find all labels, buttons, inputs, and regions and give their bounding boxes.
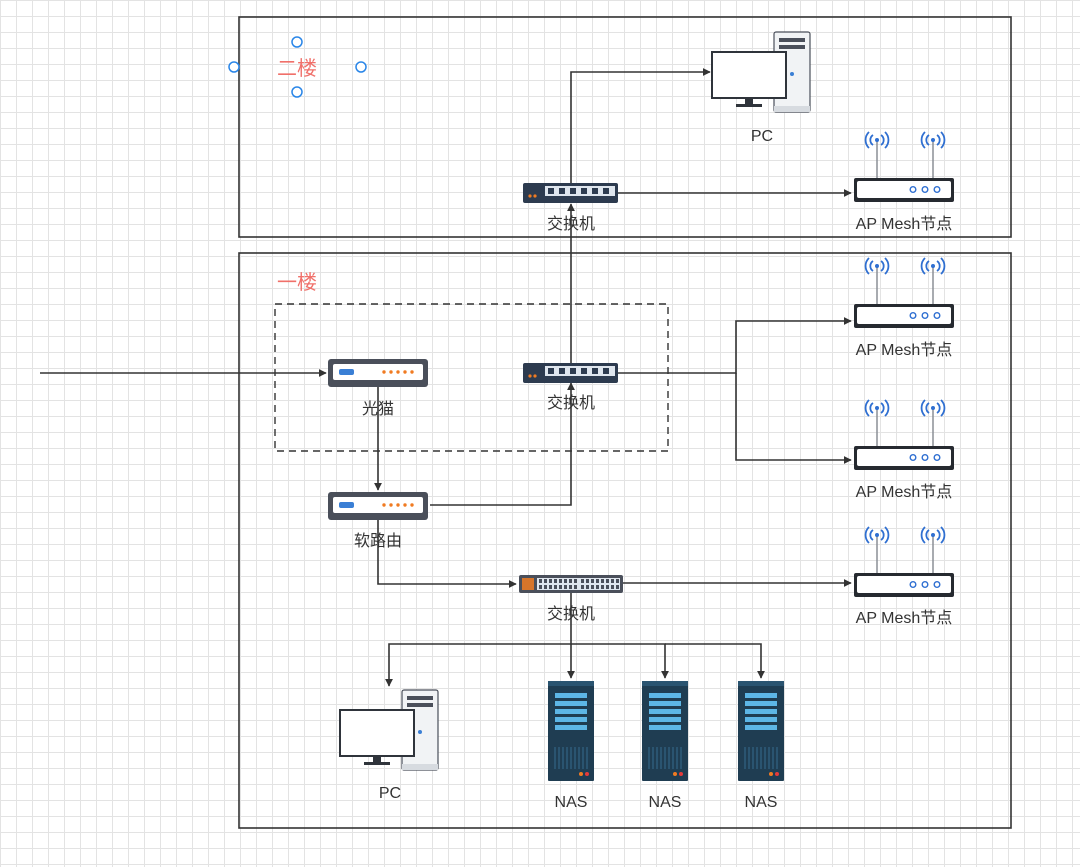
switch-24port-icon (519, 575, 623, 593)
ap-first-3-label: AP Mesh节点 (856, 609, 953, 627)
nas-1[interactable]: NAS (548, 681, 594, 811)
switch-lower-label: 交换机 (547, 605, 595, 623)
nas-icon (548, 681, 594, 781)
resize-handle-left[interactable] (228, 61, 240, 73)
link-switch-mid-ap-2[interactable] (735, 373, 852, 464)
link-softrouter-switch-lower[interactable] (377, 520, 517, 588)
switch-icon (523, 183, 618, 203)
nas-icon (642, 681, 688, 781)
switch-icon (523, 363, 618, 383)
pc-lower[interactable]: PC (339, 689, 439, 802)
router-icon (328, 359, 428, 387)
link-switch-upper-pc[interactable] (570, 68, 711, 183)
ap-node-icon (853, 303, 955, 329)
switch-lower[interactable]: 交换机 (519, 575, 623, 623)
switch-mid[interactable]: 交换机 (523, 363, 618, 412)
link-softrouter-switch-mid[interactable] (430, 382, 575, 506)
ap-first-2-label: AP Mesh节点 (856, 483, 953, 501)
modem[interactable]: 光猫 (328, 359, 428, 418)
router-icon (328, 492, 428, 520)
nas-icon (738, 681, 784, 781)
switch-upper-label: 交换机 (547, 215, 595, 233)
first-floor-frame[interactable] (238, 252, 1012, 829)
modem-label: 光猫 (362, 400, 394, 418)
link-switch-mid-ap-1[interactable] (618, 317, 852, 374)
nas-2[interactable]: NAS (642, 681, 688, 811)
nas-1-label: NAS (555, 794, 588, 811)
nas-2-label: NAS (649, 794, 682, 811)
ap-node-icon (853, 177, 955, 203)
pc-upper[interactable]: PC (711, 31, 811, 145)
second-floor-frame[interactable] (238, 16, 1012, 238)
pc-icon (339, 689, 439, 771)
resize-handle-top[interactable] (291, 36, 303, 48)
dashed-group-box[interactable] (274, 303, 669, 452)
ap-first-1[interactable]: AP Mesh节点 (853, 257, 955, 359)
antenna-icon (864, 399, 890, 447)
link-switch-lower-nas-2[interactable] (571, 643, 669, 679)
ap-first-1-label: AP Mesh节点 (856, 341, 953, 359)
switch-upper[interactable]: 交换机 (523, 183, 618, 233)
antenna-icon (920, 526, 946, 574)
pc-upper-label: PC (751, 128, 773, 145)
antenna-icon (864, 257, 890, 305)
selection-handles[interactable] (228, 36, 367, 98)
antenna-icon (864, 131, 890, 179)
switch-mid-label: 交换机 (547, 394, 595, 412)
link-switch-lower-nas-3[interactable] (665, 643, 765, 679)
antenna-icon (920, 399, 946, 447)
ap-node-icon (853, 572, 955, 598)
antenna-icon (920, 131, 946, 179)
resize-handle-bottom[interactable] (291, 86, 303, 98)
resize-handle-right[interactable] (355, 61, 367, 73)
ap-first-3[interactable]: AP Mesh节点 (853, 526, 955, 627)
pc-icon (711, 31, 811, 113)
antenna-icon (864, 526, 890, 574)
nas-3-label: NAS (745, 794, 778, 811)
nas-3[interactable]: NAS (738, 681, 784, 811)
pc-lower-label: PC (379, 785, 401, 802)
soft-router-label: 软路由 (354, 532, 402, 550)
first-floor-label[interactable]: 一楼 (277, 271, 317, 294)
ap-first-2[interactable]: AP Mesh节点 (853, 399, 955, 501)
ap-upper-label: AP Mesh节点 (856, 215, 953, 233)
antenna-icon (920, 257, 946, 305)
soft-router[interactable]: 软路由 (328, 492, 428, 550)
ap-node-icon (853, 445, 955, 471)
connections (40, 68, 852, 687)
link-switch-lower-pc[interactable] (385, 593, 572, 687)
ap-upper[interactable]: AP Mesh节点 (853, 131, 955, 233)
second-floor-label[interactable]: 二楼 (277, 57, 317, 80)
